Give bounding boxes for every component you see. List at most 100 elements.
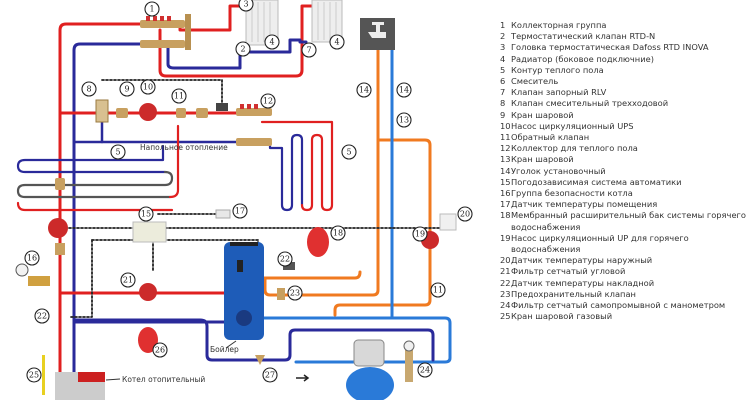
legend-item-text: Смеситель (511, 76, 559, 87)
callout-number: 21 (123, 276, 133, 285)
legend-item-text: Мембранный расширительный бак системы го… (511, 210, 746, 232)
callout-circle (232, 203, 248, 219)
legend-item-number: 6 (500, 76, 506, 87)
callout-circle (412, 226, 428, 242)
legend-item-number: 19 (500, 232, 511, 243)
weather-automation-controller (132, 221, 167, 243)
floor-loop-left-red-2 (16, 201, 174, 212)
legend-item: 8 Клапан смесительный трехходовой (500, 98, 750, 109)
expansion-tank-dhw (307, 227, 329, 257)
legend-item-text: Коллекторная группа (511, 20, 607, 30)
flow-arrow-icon (296, 374, 310, 382)
floor-collector (236, 104, 272, 146)
callout-circle (138, 206, 154, 222)
legend-item-number: 12 (500, 143, 511, 154)
callout-circle (140, 79, 156, 95)
pressure-pump-station (346, 339, 394, 400)
callout-circle (120, 272, 136, 288)
callout-19: 19 (412, 226, 428, 242)
outdoor-sensor (439, 213, 457, 231)
legend-item: 6 Смеситель (500, 76, 750, 87)
legend-item-text: Головка термостатическая Dafoss RTD INOV… (511, 42, 709, 53)
legend-item-text: Фильтр сетчатый самопромывной с манометр… (511, 300, 726, 311)
heating-boiler (55, 372, 105, 400)
callout-number: 7 (306, 46, 311, 55)
floor-loop-left-red (168, 124, 180, 199)
legend-item-number: 13 (500, 154, 511, 165)
legend-item-number: 11 (500, 132, 511, 143)
callout-9: 9 (119, 81, 135, 97)
callout-5: 5 (341, 144, 357, 160)
callout-5: 5 (110, 144, 126, 160)
supply-pipe-main-riser (58, 22, 142, 400)
legend-item-number: 4 (500, 53, 506, 64)
callout-circle (110, 144, 126, 160)
callout-number: 26 (155, 346, 165, 355)
legend-item-number: 8 (500, 98, 506, 109)
callout-number: 5 (346, 148, 351, 157)
callout-22: 22 (277, 251, 293, 267)
room-sensor (215, 209, 231, 219)
legend-item-text: Датчик температуры помещения (511, 199, 658, 210)
legend-item-text: Кран шаровой (511, 154, 574, 165)
legend-item-number: 18 (500, 210, 511, 221)
callout-14: 14 (356, 82, 372, 98)
legend-item-number: 25 (500, 311, 511, 322)
callout-17: 17 (232, 203, 248, 219)
circulation-pump-10 (139, 103, 157, 121)
callout-11: 11 (430, 282, 446, 298)
callout-number: 9 (124, 85, 129, 94)
ball-valve-left (55, 178, 65, 190)
callout-circle (238, 0, 254, 12)
callout-15: 15 (138, 206, 154, 222)
radiator-return-pipe-2 (243, 38, 308, 54)
callout-number: 5 (115, 148, 120, 157)
legend-item-number: 7 (500, 87, 506, 98)
check-valve-11 (176, 108, 186, 118)
legend-item-number: 22 (500, 277, 511, 288)
legend-item-text: Клапан запорный RLV (511, 87, 607, 98)
callout-25: 25 (26, 367, 42, 383)
floor-loop-right (268, 133, 304, 212)
radiator-return-pipe (166, 42, 247, 70)
callout-circle (277, 251, 293, 267)
callout-number: 23 (290, 289, 300, 298)
callout-21: 21 (120, 272, 136, 288)
legend-item-text: Клапан смесительный трехходовой (511, 98, 669, 109)
legend-item-text: Кран шаровой газовый (511, 311, 613, 322)
callout-circle (144, 1, 160, 17)
callout-number: 4 (269, 38, 274, 47)
callout-number: 25 (29, 371, 39, 380)
callout-circle (287, 285, 303, 301)
callout-number: 4 (334, 38, 339, 47)
legend-item-text: Датчик температуры накладной (511, 277, 655, 288)
floor-loop-right-red (260, 120, 334, 212)
ball-valve (196, 108, 208, 118)
boiler-label: Бойлер (210, 345, 239, 354)
legend-item-number: 20 (500, 255, 511, 266)
callout-3: 3 (238, 0, 254, 12)
legend-item-text: Обратный клапан (511, 132, 590, 143)
legend-item-text: Насос циркуляционный UPS (511, 120, 634, 131)
heating-boiler-label: Котел отопительный (122, 375, 205, 384)
return-boiler-lower (72, 318, 435, 362)
callout-circle (235, 41, 251, 57)
legend-item-number: 2 (500, 31, 506, 42)
collector-group (140, 14, 191, 50)
legend-item-text: Датчик температуры наружный (511, 255, 653, 266)
dhw-circulation-loop (333, 138, 432, 317)
callout-24: 24 (417, 362, 433, 378)
callout-18: 18 (330, 225, 346, 241)
expansion-tank-heating (138, 327, 158, 353)
